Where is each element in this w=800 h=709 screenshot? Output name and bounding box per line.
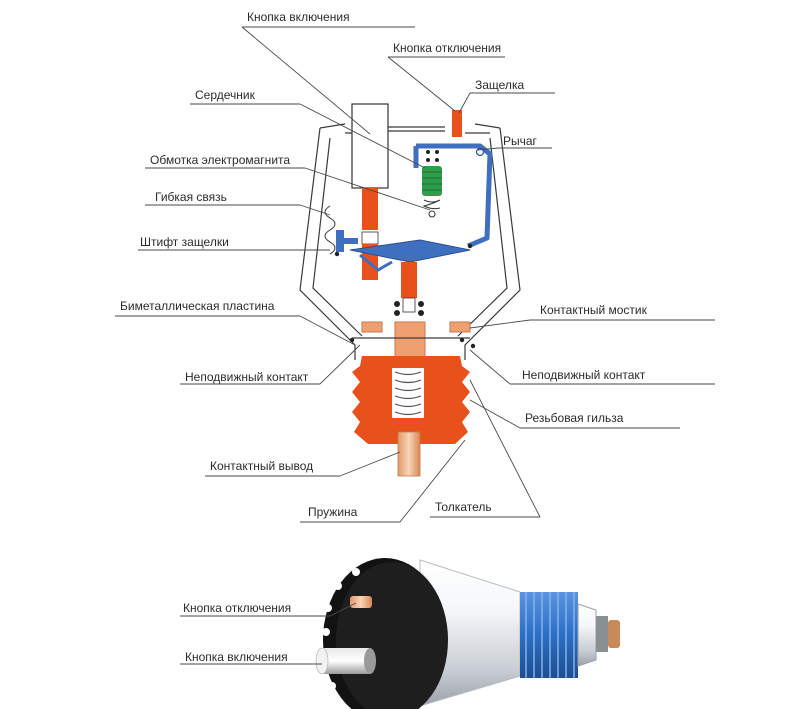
labels: Кнопка включения Кнопка отключения Защел… [120,10,648,519]
label-bottom-button-off: Кнопка отключения [183,601,291,615]
lever [349,143,493,272]
contact-left [361,321,383,333]
label-latch: Защелка [475,78,524,92]
coil [422,150,442,218]
label-terminal: Контактный вывод [210,459,313,473]
label-spring: Пружина [308,505,358,519]
blue-thread [520,592,578,678]
label-fixed-contact-left: Неподвижный контакт [185,370,309,384]
label-bimetal: Биметаллическая пластина [120,299,275,313]
device-button-off [350,596,372,608]
center-plunger [394,262,426,367]
label-pusher: Толкатель [435,500,492,514]
label-fixed-contact-right: Неподвижный контакт [522,368,646,382]
leader-lines [115,26,715,523]
latch-pin [336,230,358,252]
label-thread-sleeve: Резьбовая гильза [525,411,624,425]
leader-bottom-off [180,602,357,617]
core-rod [362,188,378,230]
label-bottom-button-on: Кнопка включения [185,650,288,664]
flex-link [324,205,336,255]
label-lever: Рычаг [503,134,538,148]
device-button-on [315,647,376,675]
label-contact-bridge: Контактный мостик [540,303,648,317]
label-coil: Обмотка электромагнита [150,153,290,167]
label-latch-pin: Штифт защелки [140,235,229,249]
housing-outline [299,123,521,360]
label-button-off: Кнопка отключения [393,41,501,55]
contact-right [449,321,471,333]
label-core: Сердечник [195,88,256,102]
threaded-sleeve [352,356,470,477]
latch [452,110,462,137]
label-button-on: Кнопка включения [247,10,350,24]
label-flex-link: Гибкая связь [155,190,227,204]
device-3d [315,558,620,709]
